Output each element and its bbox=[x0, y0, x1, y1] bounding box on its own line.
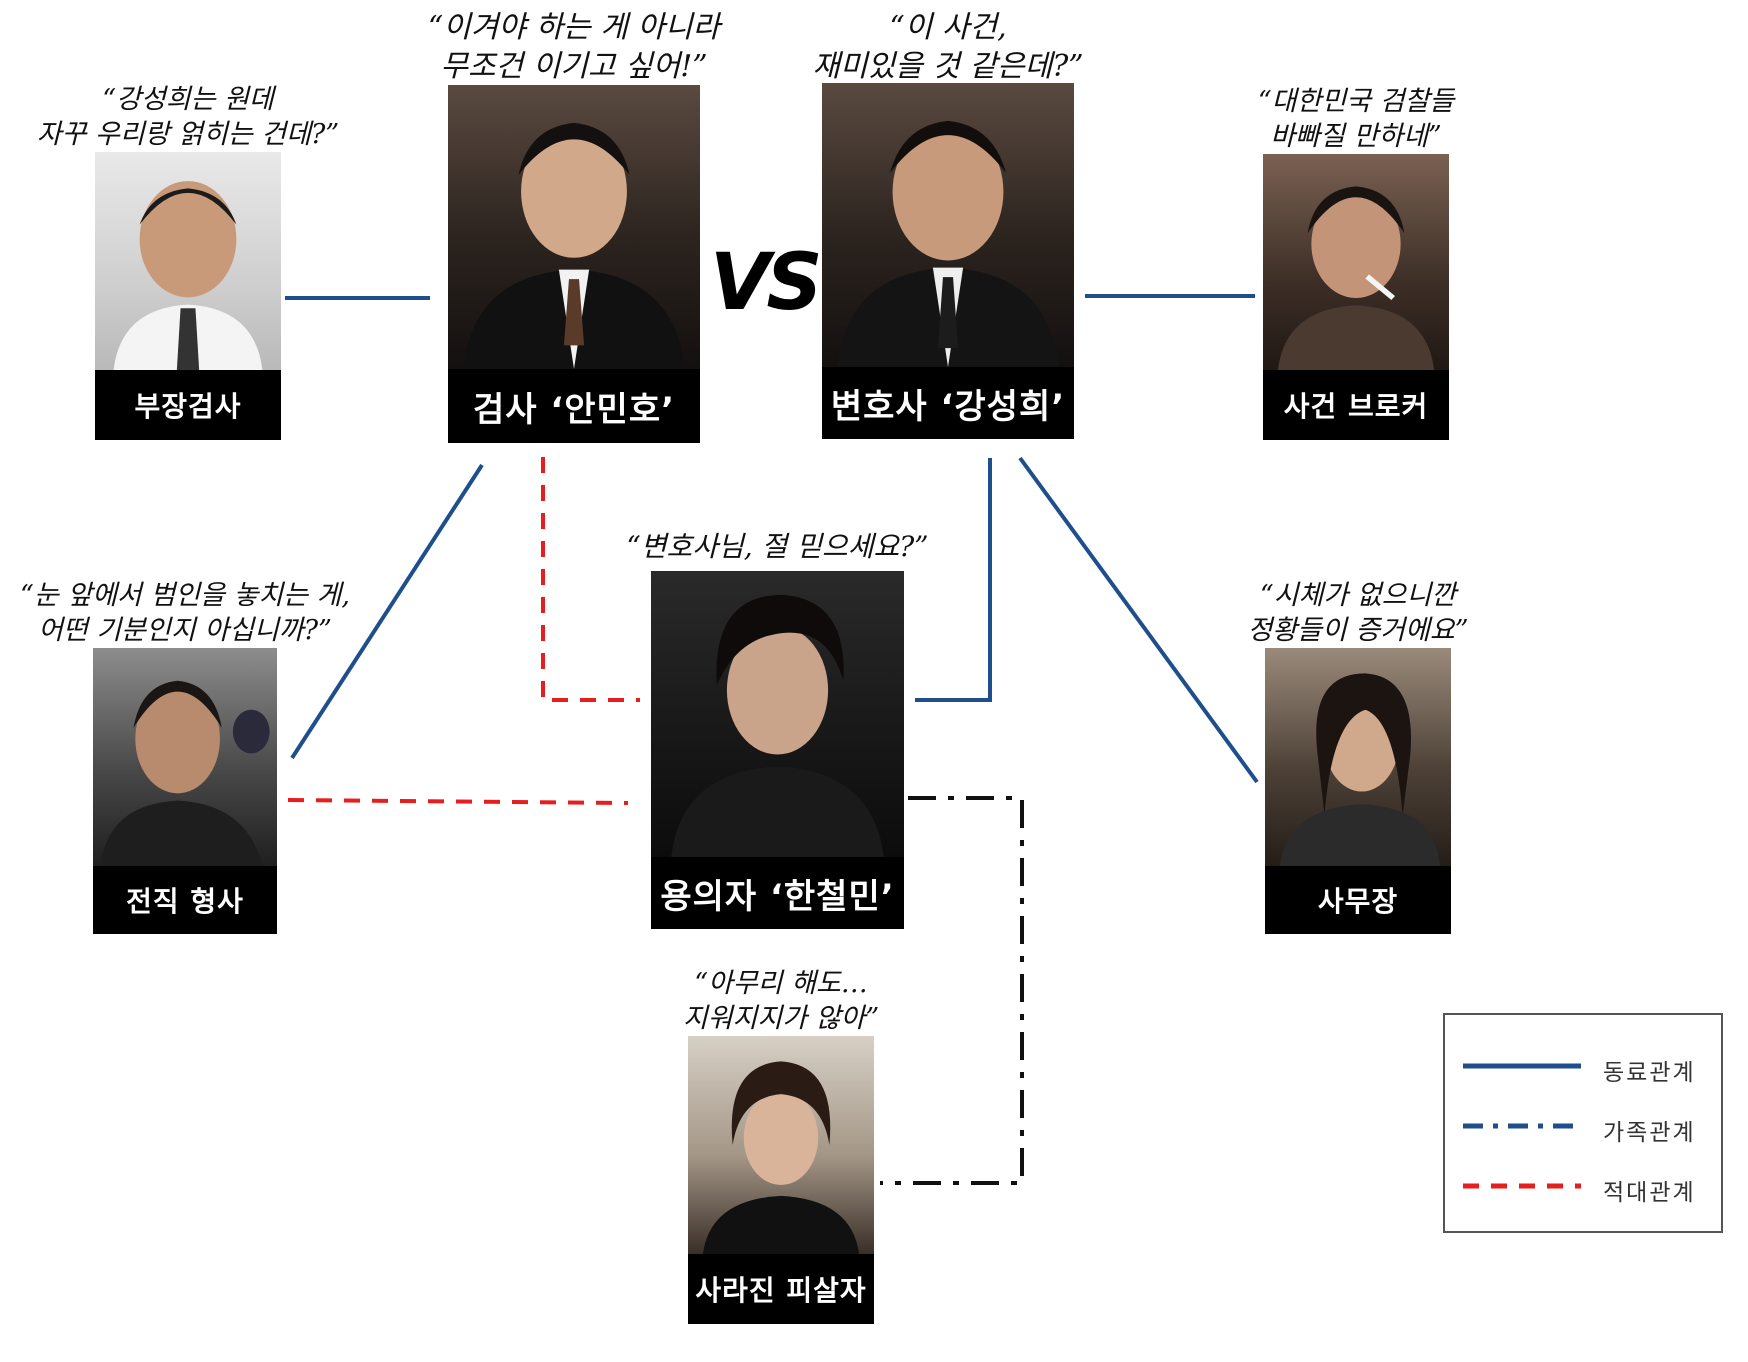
character-victim: “아무리 해도… 지워지지가 않아” 사라진 피살자 bbox=[683, 968, 879, 1324]
line-lawyer-suspect bbox=[915, 458, 992, 702]
character-label: 검사 ‘안민호’ bbox=[448, 369, 700, 443]
legend-swatch-dashed bbox=[1463, 1183, 1581, 1189]
character-photo bbox=[822, 83, 1074, 367]
character-photo bbox=[1265, 648, 1451, 866]
character-photo bbox=[651, 571, 904, 857]
character-manager: “시체가 없으니깐 정황들이 증거에요” 사무장 bbox=[1247, 580, 1469, 934]
character-label: 변호사 ‘강성희’ bbox=[822, 367, 1074, 439]
versus-text: VS bbox=[710, 238, 823, 328]
hostile-lines bbox=[287, 457, 640, 805]
legend-label: 가족관계 bbox=[1603, 1120, 1696, 1146]
line-lawyer-manager bbox=[1018, 456, 1259, 784]
character-quote: “이 사건, 재미있을 것 같은데?” bbox=[812, 10, 1084, 84]
character-quote: “눈 앞에서 범인을 놓치는 게, 어떤 기분인지 아십니까?” bbox=[20, 580, 350, 647]
character-quote: “아무리 해도… 지워지지가 않아” bbox=[682, 968, 880, 1035]
character-photo bbox=[448, 85, 700, 369]
character-label: 사건 브로커 bbox=[1263, 370, 1449, 440]
line-prosecutor-suspect bbox=[541, 457, 640, 702]
character-detective: “눈 앞에서 범인을 놓치는 게, 어떤 기분인지 아십니까?” 전직 형사 bbox=[20, 580, 350, 934]
character-quote: “이겨야 하는 게 아니라 무조건 이기고 싶어!” bbox=[427, 10, 721, 84]
legend-swatch-dashdot bbox=[1463, 1123, 1581, 1129]
character-quote: “시체가 없으니깐 정황들이 증거에요” bbox=[1247, 580, 1469, 647]
character-quote: “변호사님, 절 믿으세요?” bbox=[626, 530, 929, 563]
character-label: 전직 형사 bbox=[93, 866, 277, 934]
character-photo bbox=[1263, 154, 1449, 370]
legend-label: 동료관계 bbox=[1603, 1060, 1696, 1086]
family-lines bbox=[880, 796, 1024, 1185]
character-quote: “강성희는 원데 자꾸 우리랑 얽히는 건데?” bbox=[36, 84, 340, 151]
legend-label: 적대관계 bbox=[1603, 1180, 1696, 1206]
character-label: 사라진 피살자 bbox=[688, 1254, 874, 1324]
character-quote: “대한민국 검찰들 바빠질 만하네” bbox=[1257, 86, 1455, 153]
character-suspect: “변호사님, 절 믿으세요?” 용의자 ‘한철민’ bbox=[626, 530, 929, 929]
line-prosecutor-detective bbox=[290, 463, 484, 760]
character-label: 용의자 ‘한철민’ bbox=[651, 857, 904, 929]
line-detective-suspect bbox=[287, 798, 629, 805]
character-photo bbox=[688, 1036, 874, 1254]
character-photo bbox=[95, 152, 281, 370]
legend-item-hostile: 적대관계 bbox=[1461, 1171, 1711, 1206]
legend: 동료관계 가족관계 적대관계 bbox=[1443, 1013, 1723, 1233]
character-photo bbox=[93, 648, 277, 866]
character-prosecutor: “이겨야 하는 게 아니라 무조건 이기고 싶어!” 검사 ‘안민호’ bbox=[428, 10, 720, 443]
legend-swatch-solid bbox=[1463, 1063, 1581, 1069]
character-broker: “대한민국 검찰들 바빠질 만하네” 사건 브로커 bbox=[1258, 86, 1454, 440]
line-suspect-victim bbox=[880, 796, 1024, 1185]
legend-item-family: 가족관계 bbox=[1461, 1111, 1711, 1146]
colleague-lines bbox=[285, 294, 1259, 784]
character-label: 부장검사 bbox=[95, 370, 281, 440]
legend-item-colleague: 동료관계 bbox=[1461, 1051, 1711, 1086]
character-chief-prosecutor: “강성희는 원데 자꾸 우리랑 얽히는 건데?” 부장검사 bbox=[37, 84, 339, 440]
character-lawyer: “이 사건, 재미있을 것 같은데?” 변호사 ‘강성희’ bbox=[812, 10, 1084, 439]
character-label: 사무장 bbox=[1265, 866, 1451, 934]
